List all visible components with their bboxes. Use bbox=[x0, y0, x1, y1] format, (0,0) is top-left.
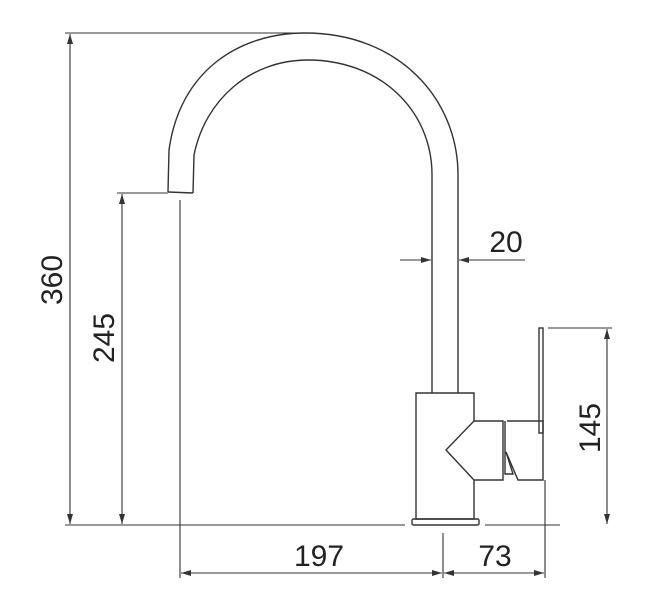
dim-spout-reach: 197 bbox=[294, 540, 344, 573]
dimension-lines bbox=[65, 32, 612, 578]
faucet-body bbox=[415, 392, 475, 520]
dim-pipe-diameter: 20 bbox=[489, 226, 522, 259]
dim-total-height: 360 bbox=[36, 255, 69, 305]
dim-spout-height: 245 bbox=[88, 313, 121, 363]
spout-inner bbox=[192, 59, 433, 393]
spout-outer bbox=[167, 32, 459, 393]
handle-lever bbox=[505, 420, 544, 481]
handle-connector bbox=[474, 420, 504, 481]
handle-slot bbox=[504, 421, 514, 475]
faucet-outline bbox=[167, 32, 544, 526]
dim-handle-offset: 73 bbox=[478, 540, 511, 573]
dim-handle-height: 145 bbox=[574, 403, 607, 453]
base-plate bbox=[411, 518, 480, 526]
handle-plate bbox=[538, 327, 544, 434]
spout-tip bbox=[167, 191, 194, 194]
